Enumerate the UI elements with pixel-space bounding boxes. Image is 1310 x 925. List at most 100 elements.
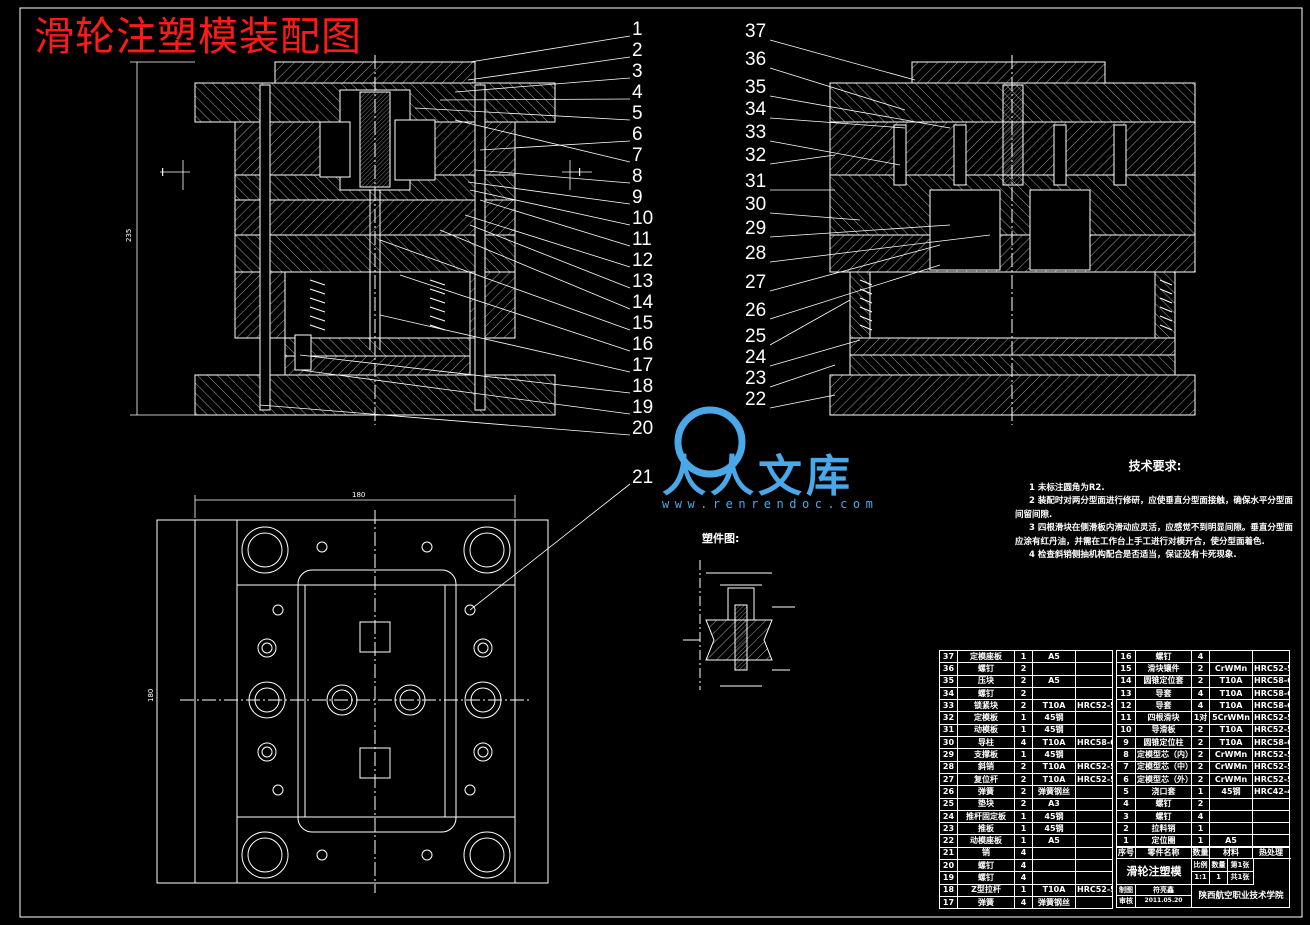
callout-14: 14 bbox=[632, 292, 654, 313]
tech-item: 3 四根滑块在侧滑板内滑动应灵活，应感觉不到明显间隙。垂直分型面应涂有红丹油，并… bbox=[1015, 523, 1293, 547]
part-name: 定模型芯（外） bbox=[1135, 772, 1192, 787]
pin-hole bbox=[257, 742, 277, 762]
leader-line bbox=[769, 67, 906, 111]
callout-21: 21 bbox=[632, 467, 654, 488]
item-no: 12 bbox=[1116, 699, 1136, 713]
tech-item: 1 未标注圆角为R2. bbox=[1029, 482, 1105, 493]
callout-32: 32 bbox=[745, 145, 767, 166]
item-no: 25 bbox=[939, 797, 958, 811]
screw-hole bbox=[464, 784, 476, 796]
material: T10A bbox=[1032, 760, 1076, 774]
header-no: 序号 bbox=[1118, 847, 1136, 858]
item-no: 37 bbox=[939, 649, 958, 664]
header-qty: 数量 bbox=[1192, 847, 1210, 858]
part-name: 螺钉 bbox=[1135, 809, 1192, 824]
part-name: 螺钉 bbox=[957, 686, 1015, 701]
quantity: 2 bbox=[1191, 662, 1210, 676]
leader-line bbox=[769, 212, 861, 221]
guide-pillar bbox=[259, 84, 271, 411]
leader-line bbox=[439, 98, 631, 101]
quantity: 1 bbox=[1191, 785, 1210, 799]
leader-line bbox=[479, 140, 631, 151]
part-name: 螺钉 bbox=[957, 871, 1015, 885]
material: A3 bbox=[1032, 797, 1076, 811]
part-name: 螺钉 bbox=[957, 859, 1015, 873]
heat-treatment bbox=[1075, 686, 1113, 701]
leader-line bbox=[379, 239, 631, 331]
quantity: 2 bbox=[1191, 674, 1210, 688]
heat-treatment: HRC52-55 bbox=[1075, 760, 1113, 774]
callout-28: 28 bbox=[745, 243, 767, 264]
slider bbox=[929, 189, 1001, 271]
title-name: 滑轮注塑模 bbox=[1117, 859, 1192, 885]
screw-hole bbox=[272, 784, 284, 796]
material: T10A bbox=[1032, 772, 1076, 787]
core-insert bbox=[319, 121, 351, 178]
part-name: 四根滑块 bbox=[1135, 711, 1192, 725]
quantity: 2 bbox=[1191, 736, 1210, 750]
quantity: 2 bbox=[1191, 772, 1210, 787]
item-no: 10 bbox=[1116, 723, 1136, 738]
part-name: 定模座板 bbox=[957, 649, 1015, 664]
heat-treatment bbox=[1075, 785, 1113, 799]
spring-coil bbox=[1159, 288, 1173, 295]
callout-5: 5 bbox=[632, 103, 643, 124]
part-name: 浇口套 bbox=[1135, 785, 1192, 799]
screw bbox=[953, 124, 967, 186]
header-material: 材料 bbox=[1210, 847, 1253, 858]
item-no: 2 bbox=[1116, 822, 1136, 836]
item-no: 27 bbox=[939, 772, 958, 787]
heat-treatment bbox=[1252, 797, 1290, 811]
spring-coil bbox=[429, 288, 446, 295]
heat-treatment bbox=[1075, 895, 1113, 910]
ejector-retainer-plate bbox=[284, 337, 471, 357]
spring-coil bbox=[309, 306, 326, 313]
pin-hole bbox=[473, 742, 493, 762]
callout-10: 10 bbox=[632, 208, 654, 229]
heat-treatment bbox=[1075, 711, 1113, 725]
side-section-view bbox=[829, 55, 1196, 425]
item-no: 31 bbox=[939, 723, 958, 738]
spring-coil bbox=[309, 288, 326, 295]
locating-ring bbox=[911, 61, 1106, 84]
spring-coil bbox=[1159, 279, 1173, 286]
callout-33: 33 bbox=[745, 122, 767, 143]
material: T10A bbox=[1209, 686, 1253, 701]
item-no: 23 bbox=[939, 822, 958, 836]
screw-hole bbox=[421, 849, 433, 861]
heat-treatment: HRC52-55 bbox=[1075, 699, 1113, 713]
leader-line bbox=[479, 199, 631, 247]
part-name: 定模型芯（中） bbox=[1135, 760, 1192, 774]
leader-line bbox=[299, 369, 631, 415]
material bbox=[1209, 809, 1253, 824]
material: 弹簧钢丝 bbox=[1032, 785, 1076, 799]
scale-label: 比例 bbox=[1192, 859, 1210, 871]
pin-hole bbox=[477, 746, 489, 758]
callout-26: 26 bbox=[745, 300, 767, 321]
callout-34: 34 bbox=[745, 99, 767, 120]
part-name: 定模板 bbox=[957, 711, 1015, 725]
plan-outline bbox=[156, 519, 549, 884]
material bbox=[1209, 797, 1253, 811]
callout-12: 12 bbox=[632, 250, 654, 271]
quantity: 1 bbox=[1014, 822, 1033, 836]
part-name: 导套 bbox=[1135, 699, 1192, 713]
part-name: 导套 bbox=[1135, 686, 1192, 701]
item-no: 24 bbox=[939, 809, 958, 824]
spring-coil bbox=[429, 306, 446, 313]
spring-coil bbox=[859, 306, 873, 313]
heat-treatment: HRC42-47 bbox=[1252, 785, 1290, 799]
